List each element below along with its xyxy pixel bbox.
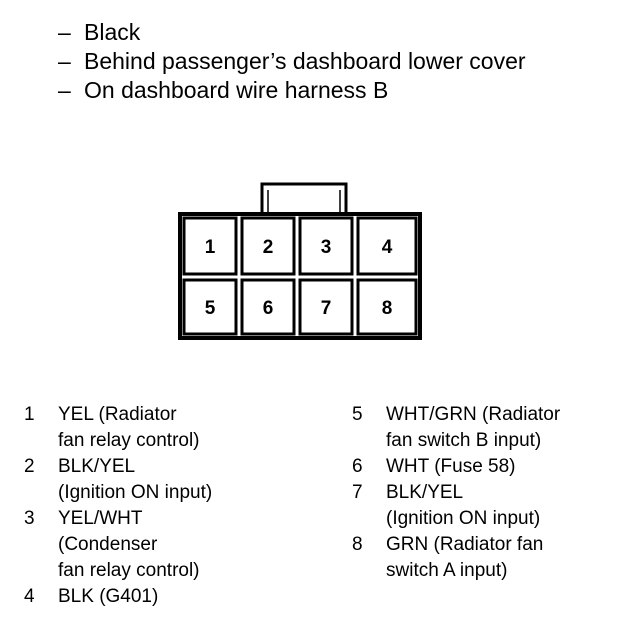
pin-number-3: 3 [321, 237, 332, 258]
description-line-harness: –On dashboard wire harness B [58, 76, 526, 105]
dash-bullet: – [58, 48, 71, 74]
legend-pin-number: 7 [352, 482, 363, 503]
legend-item-pin-5: 5 WHT/GRN (Radiator fan switch B input) [352, 402, 632, 454]
legend-pin-number: 1 [24, 404, 35, 425]
connector-description: –Black –Behind passenger’s dashboard low… [58, 18, 526, 105]
pin-cells [182, 216, 418, 336]
pin-cell-3 [298, 216, 354, 276]
legend-pin-number: 3 [24, 508, 35, 529]
pin-cell-2 [240, 216, 296, 276]
legend-pin-description: YEL (Radiator fan relay control) [58, 404, 200, 451]
pin-numbers: 1 2 3 4 5 6 7 8 [205, 237, 393, 319]
legend-pin-number: 4 [24, 586, 35, 607]
legend-pin-description: BLK (G401) [58, 586, 159, 607]
legend-item-pin-7: 7 BLK/YEL (Ignition ON input) [352, 480, 632, 532]
legend-pin-number: 5 [352, 404, 363, 425]
legend-item-pin-2: 2 BLK/YEL (Ignition ON input) [24, 454, 324, 506]
color-text: Black [84, 19, 141, 45]
pin-number-5: 5 [205, 298, 216, 319]
pin-cell-4 [356, 216, 418, 276]
dash-bullet: – [58, 77, 71, 103]
pin-number-2: 2 [263, 237, 274, 258]
pin-number-4: 4 [382, 237, 393, 258]
legend-item-pin-1: 1 YEL (Radiator fan relay control) [24, 402, 324, 454]
pin-legend-right: 5 WHT/GRN (Radiator fan switch B input) … [352, 402, 632, 584]
legend-pin-number: 8 [352, 534, 363, 555]
harness-text: On dashboard wire harness B [84, 77, 389, 103]
legend-item-pin-8: 8 GRN (Radiator fan switch A input) [352, 532, 632, 584]
dash-bullet: – [58, 19, 71, 45]
pin-number-6: 6 [263, 298, 274, 319]
pin-cell-5 [182, 278, 238, 336]
pin-cell-6 [240, 278, 296, 336]
pin-legend-left: 1 YEL (Radiator fan relay control) 2 BLK… [24, 402, 324, 610]
pin-number-7: 7 [321, 298, 332, 319]
pin-number-1: 1 [205, 237, 216, 258]
description-line-location: –Behind passenger’s dashboard lower cove… [58, 47, 526, 76]
legend-pin-description: YEL/WHT (Condenser fan relay control) [58, 508, 200, 581]
pin-number-8: 8 [382, 298, 393, 319]
legend-pin-number: 2 [24, 456, 35, 477]
pin-cell-8 [356, 278, 418, 336]
pin-cell-1 [182, 216, 238, 276]
legend-item-pin-3: 3 YEL/WHT (Condenser fan relay control) [24, 506, 324, 584]
legend-pin-description: BLK/YEL (Ignition ON input) [58, 456, 213, 503]
legend-item-pin-6: 6 WHT (Fuse 58) [352, 454, 632, 480]
pin-cell-7 [298, 278, 354, 336]
legend-pin-description: BLK/YEL (Ignition ON input) [386, 482, 541, 529]
description-line-color: –Black [58, 18, 526, 47]
legend-pin-description: GRN (Radiator fan switch A input) [386, 534, 544, 581]
legend-pin-description: WHT/GRN (Radiator fan switch B input) [386, 404, 561, 451]
legend-item-pin-4: 4 BLK (G401) [24, 584, 324, 610]
legend-pin-number: 6 [352, 456, 363, 477]
connector-lock-tab [260, 182, 348, 218]
legend-pin-description: WHT (Fuse 58) [386, 456, 516, 477]
location-text: Behind passenger’s dashboard lower cover [84, 48, 526, 74]
